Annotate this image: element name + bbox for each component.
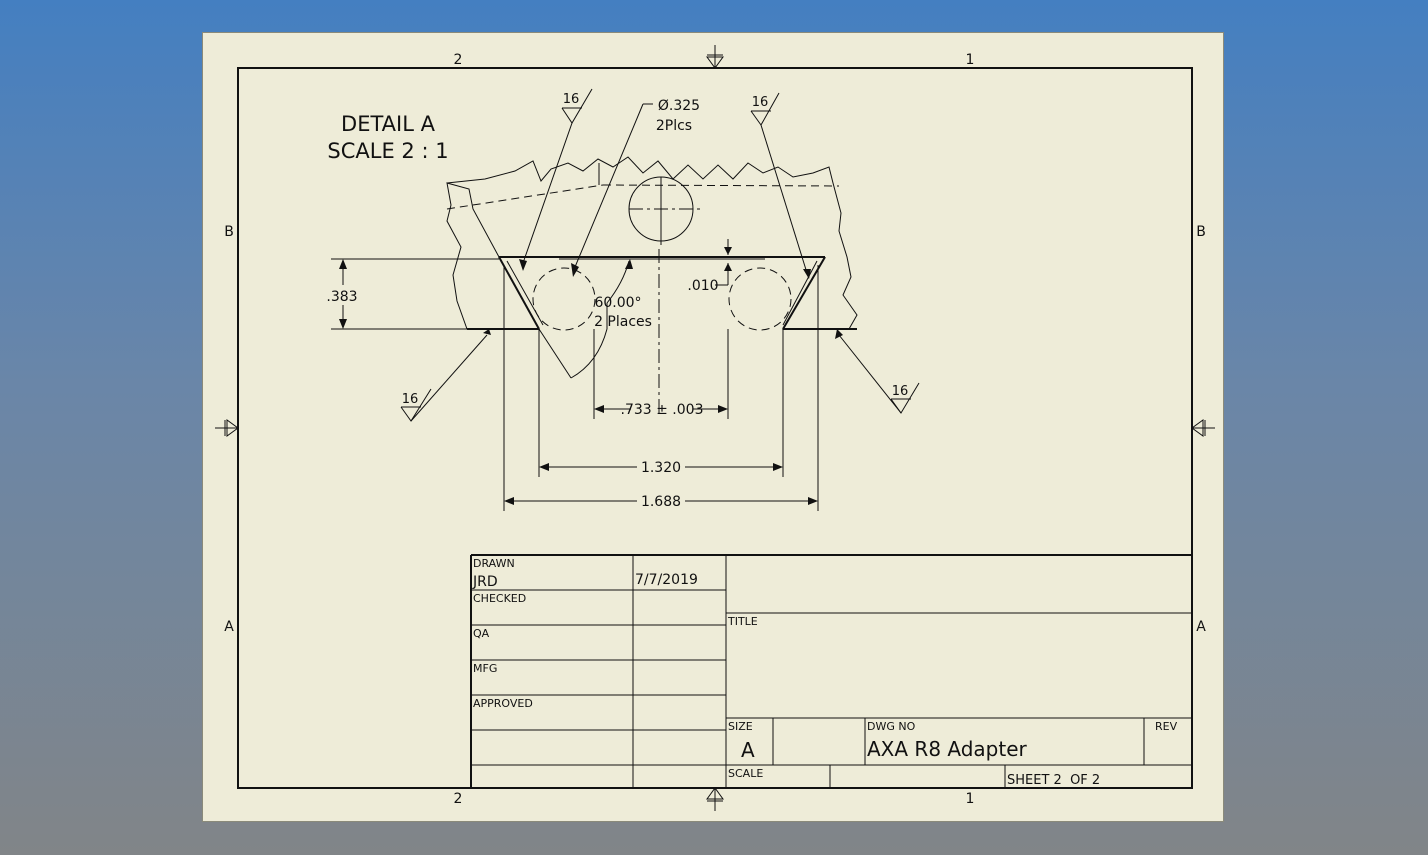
finish-value-top-right: 16	[752, 95, 769, 110]
dim-angle-places: 2 Places	[594, 314, 652, 330]
finish-symbol-bottom-right	[835, 329, 920, 414]
top-hole	[628, 176, 703, 245]
dim-center-distance-geometry	[593, 329, 729, 419]
drawing-canvas: 2 1 2 1 B A B A DETAIL A SCALE 2 : 1	[215, 45, 1215, 811]
part-breakout-top	[446, 156, 858, 330]
dim-depth-geometry	[715, 239, 732, 286]
drawn-by-value: JRD	[472, 574, 498, 590]
zone-left-b: B	[224, 224, 234, 240]
dim-depth-text: .010	[687, 278, 718, 294]
finish-value-bottom-left: 16	[402, 392, 419, 407]
hidden-line-top	[602, 184, 840, 187]
title-label: TITLE	[727, 615, 758, 628]
drawn-label: DRAWN	[473, 557, 515, 570]
dim-center-distance-text: .733 ± .003	[621, 402, 704, 418]
gauge-pin-right	[728, 267, 792, 331]
dovetail-profile	[467, 256, 857, 330]
rev-label: REV	[1155, 720, 1178, 733]
dim-outer-width-geometry	[503, 265, 819, 511]
finish-symbol-bottom-left	[400, 329, 491, 422]
hidden-line-slope	[446, 184, 604, 210]
finish-symbol-top-left	[519, 88, 593, 271]
zone-bottom-2: 2	[454, 791, 463, 807]
zone-top-1: 1	[966, 52, 975, 68]
dim-angle-text: 60.00°	[594, 295, 641, 311]
zone-bottom-1: 1	[966, 791, 975, 807]
dim-angle-geometry	[538, 259, 633, 379]
dim-height-geometry	[331, 258, 499, 330]
dim-outer-width-text: 1.688	[641, 494, 681, 510]
zone-right-b: B	[1196, 224, 1206, 240]
drawn-date-value: 7/7/2019	[635, 572, 698, 588]
detail-name: DETAIL A	[341, 112, 436, 136]
dwg-no-value: AXA R8 Adapter	[867, 737, 1028, 761]
sheet-number: SHEET 2 OF 2	[1007, 773, 1100, 788]
dim-hole-dia: Ø.325	[658, 98, 700, 114]
gauge-pin-left	[532, 267, 596, 331]
centering-mark-top	[706, 45, 724, 69]
dwg-no-label: DWG NO	[867, 720, 916, 733]
dim-hole-places: 2Plcs	[656, 118, 692, 134]
title-block	[470, 554, 1192, 788]
finish-symbol-top-right	[750, 92, 811, 279]
dim-inner-width-geometry	[538, 329, 784, 477]
dim-inner-width-text: 1.320	[641, 460, 681, 476]
centering-mark-right	[1191, 419, 1215, 437]
zone-top-2: 2	[454, 52, 463, 68]
size-value: A	[741, 738, 755, 762]
drawing-sheet: 2 1 2 1 B A B A DETAIL A SCALE 2 : 1	[202, 32, 1224, 822]
centering-mark-left	[215, 419, 239, 437]
qa-label: QA	[473, 627, 490, 640]
centering-mark-bottom	[706, 787, 724, 811]
checked-label: CHECKED	[473, 592, 526, 605]
finish-value-top-left: 16	[563, 92, 580, 107]
approved-label: APPROVED	[473, 697, 533, 710]
detail-scale: SCALE 2 : 1	[327, 139, 448, 163]
zone-right-a: A	[1196, 619, 1206, 635]
dim-hole-leader	[571, 103, 653, 277]
dim-height-text: .383	[326, 289, 357, 305]
zone-left-a: A	[224, 619, 234, 635]
mfg-label: MFG	[473, 662, 497, 675]
scale-label: SCALE	[728, 767, 763, 780]
finish-value-bottom-right: 16	[892, 384, 909, 399]
size-label: SIZE	[728, 720, 753, 733]
drawing-border	[237, 67, 1193, 789]
